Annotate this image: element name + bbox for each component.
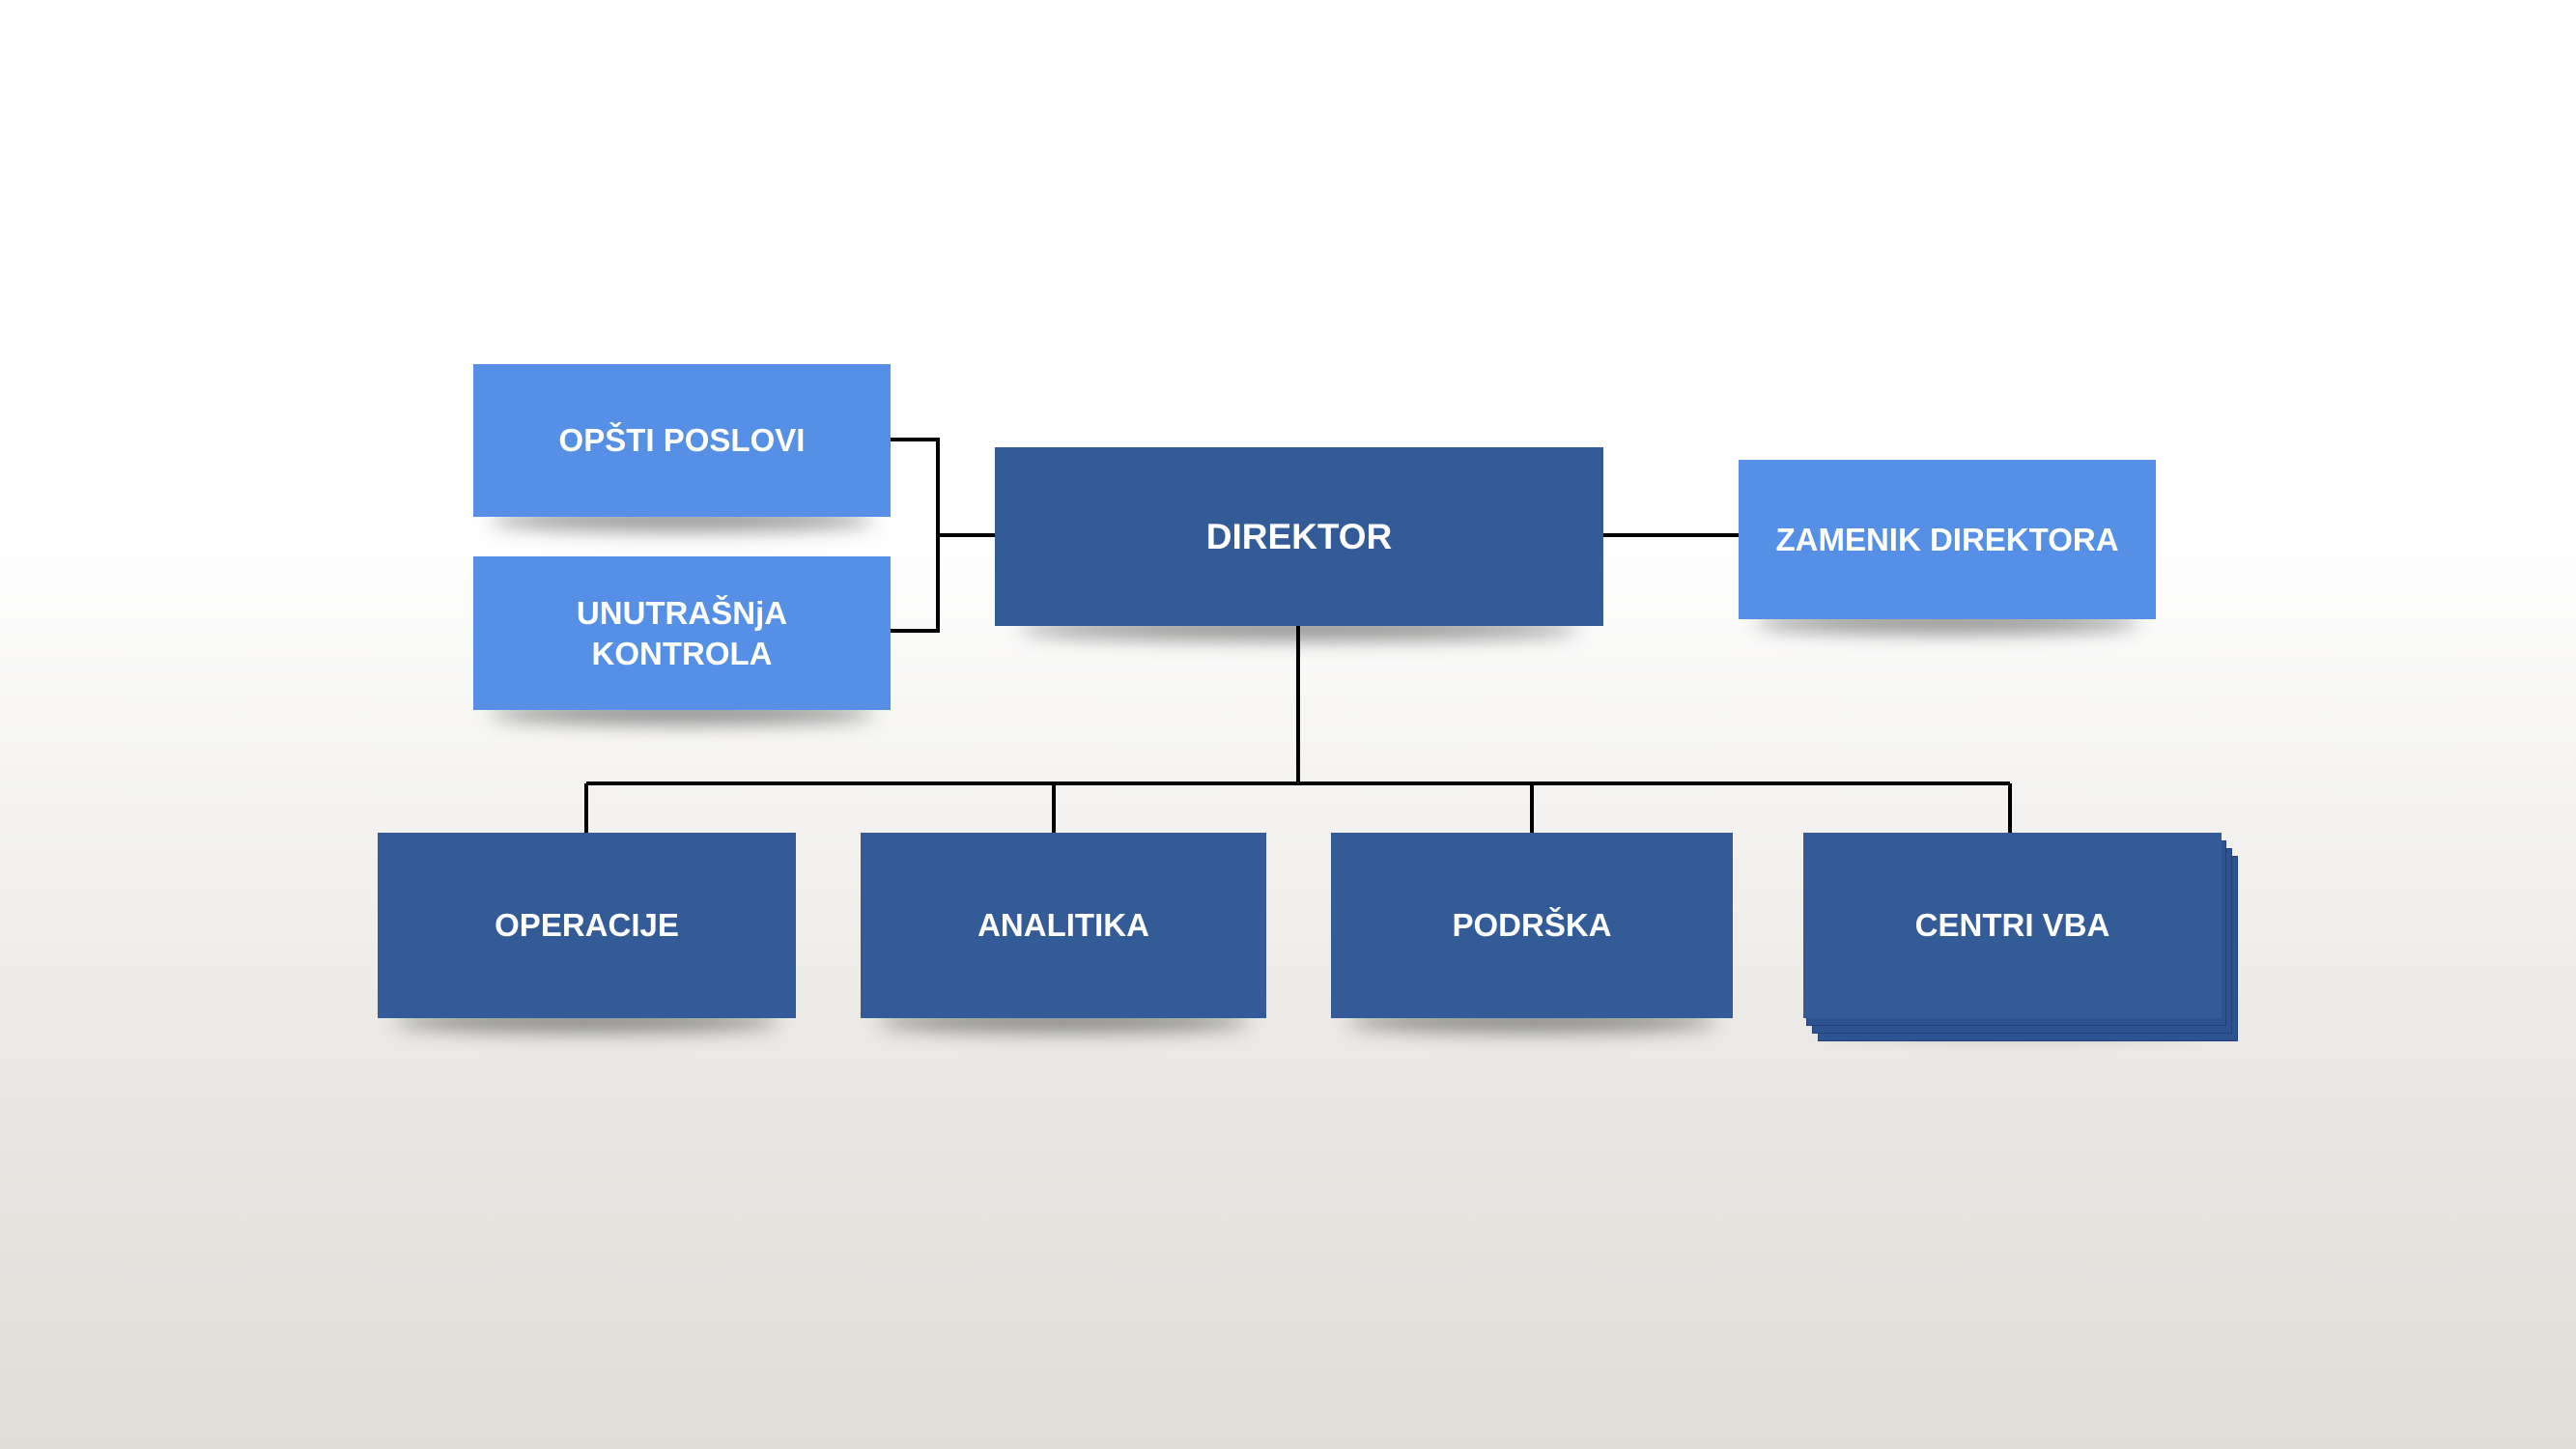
box-centri-vba-label: CENTRI VBA <box>1914 907 2110 943</box>
box-analitika-label: ANALITIKA <box>977 907 1149 943</box>
box-unutrasnja-kontrola: UNUTRAŠNjA KONTROLA <box>473 556 891 710</box>
box-analitika: ANALITIKA <box>861 833 1266 1018</box>
box-unutrasnja-kontrola-label: UNUTRAŠNjA KONTROLA <box>576 594 788 671</box>
box-direktor: DIREKTOR <box>995 447 1603 626</box>
box-operacije: OPERACIJE <box>378 833 796 1018</box>
box-zamenik-direktora: ZAMENIK DIREKTORA <box>1739 460 2156 619</box>
box-operacije-label: OPERACIJE <box>495 907 679 943</box>
box-opsti-poslovi-label: OPŠTI POSLOVI <box>558 422 806 458</box>
box-zamenik-direktora-label: ZAMENIK DIREKTORA <box>1775 521 2119 557</box>
connector-staff-bracket <box>891 438 940 633</box>
box-opsti-poslovi: OPŠTI POSLOVI <box>473 364 891 517</box>
box-podrska: PODRŠKA <box>1331 833 1733 1018</box>
box-podrska-label: PODRŠKA <box>1452 907 1612 943</box>
box-centri-vba: CENTRI VBA <box>1803 833 2222 1018</box>
box-direktor-label: DIREKTOR <box>1205 516 1393 556</box>
